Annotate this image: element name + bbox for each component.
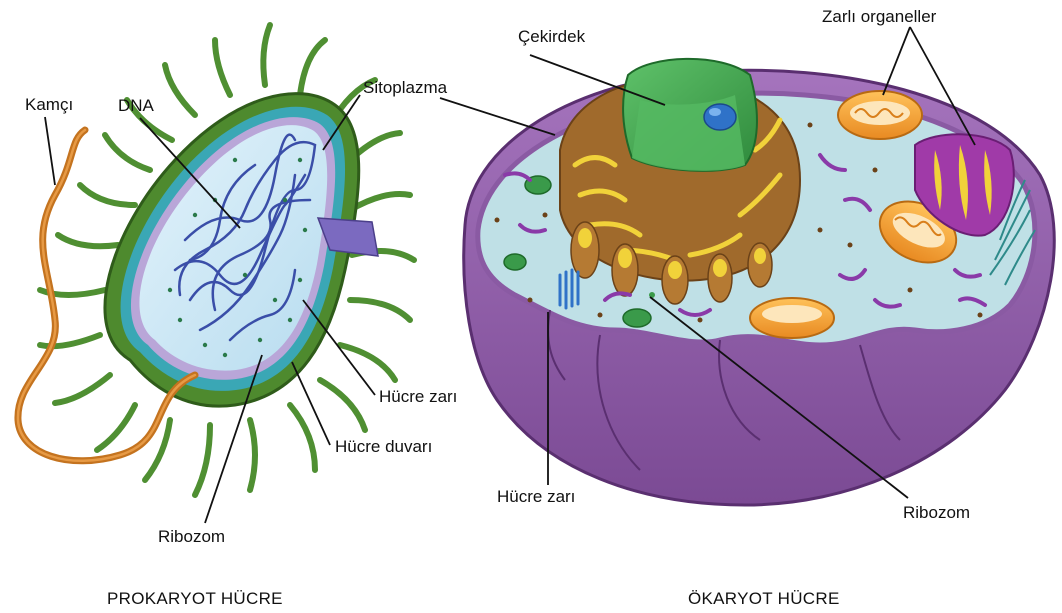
label-flagellum: Kamçı	[25, 95, 73, 114]
label-eukaryote-ribosome: Ribozom	[903, 503, 970, 522]
label-cell-wall: Hücre duvarı	[335, 437, 432, 456]
prokaryote-illustration	[18, 25, 414, 495]
eukaryote-caption: ÖKARYOT HÜCRE	[688, 589, 840, 608]
nucleolus	[704, 104, 736, 130]
label-dna: DNA	[118, 96, 155, 115]
label-prokaryote-ribosome: Ribozom	[158, 527, 225, 546]
label-cytoplasm: Sitoplazma	[363, 78, 448, 97]
eukaryote-nucleus	[623, 59, 757, 171]
label-prokaryote-membrane: Hücre zarı	[379, 387, 457, 406]
label-organelles: Zarlı organeller	[822, 7, 937, 26]
label-nucleus: Çekirdek	[518, 27, 586, 46]
prokaryote-caption: PROKARYOT HÜCRE	[107, 589, 283, 608]
eukaryote-illustration	[464, 59, 1055, 505]
label-eukaryote-membrane: Hücre zarı	[497, 487, 575, 506]
